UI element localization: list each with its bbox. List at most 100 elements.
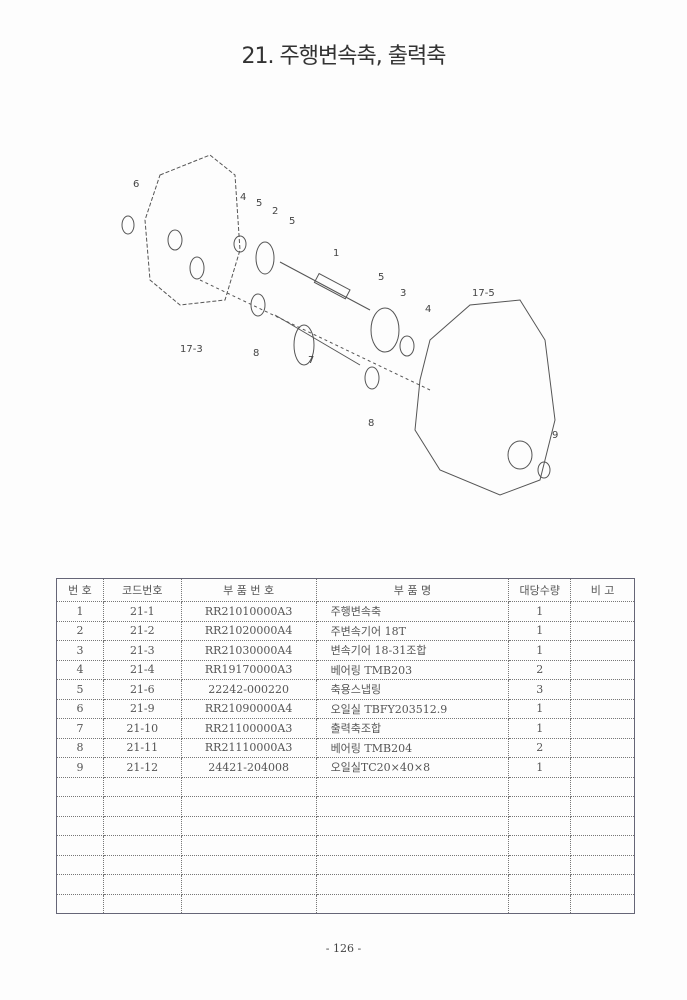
cell-remarks <box>570 698 635 719</box>
callout-5: 5 <box>378 272 384 283</box>
cell-code: 21-1 <box>102 601 182 622</box>
cell-part-name: 베어링 TMB204 <box>315 737 510 758</box>
cell-code: 21-12 <box>102 757 182 778</box>
cell-part-number <box>180 874 317 895</box>
callout-5: 5 <box>256 198 262 209</box>
exploded-parts-diagram: 6 4 5 2 5 1 5 3 4 17-5 17-3 8 7 8 9 <box>121 154 558 496</box>
header-remarks: 비 고 <box>570 578 635 602</box>
cell-no: 1 <box>56 601 104 622</box>
cell-remarks <box>570 874 635 895</box>
cell-part-number: 22242-000220 <box>180 679 317 700</box>
cell-code <box>102 796 182 817</box>
empty-row <box>56 776 635 797</box>
cell-no <box>56 854 104 875</box>
cell-part-name <box>315 776 510 797</box>
cell-part-number: RR21100000A3 <box>180 718 317 739</box>
callout-4: 4 <box>425 304 431 315</box>
callout-4: 4 <box>240 192 246 203</box>
cell-code: 21-6 <box>102 679 182 700</box>
cell-code: 21-2 <box>102 620 182 641</box>
cell-part-number: RR21110000A3 <box>180 737 317 758</box>
cell-no: 6 <box>56 698 104 719</box>
cell-quantity <box>508 874 572 895</box>
cell-remarks <box>570 640 635 661</box>
cell-part-number <box>180 796 317 817</box>
page-title: 21. 주행변속축, 출력축 <box>241 44 447 69</box>
callout-9: 9 <box>552 430 558 441</box>
cell-remarks <box>570 893 635 914</box>
housing-left <box>144 154 241 306</box>
page-number: - 126 - <box>325 942 362 955</box>
cell-part-number: RR19170000A3 <box>180 659 317 680</box>
cell-code <box>102 815 182 836</box>
cell-remarks <box>570 854 635 875</box>
cell-code <box>102 874 182 895</box>
cell-quantity: 2 <box>508 737 572 758</box>
cell-part-number <box>180 893 317 914</box>
cell-no: 7 <box>56 718 104 739</box>
cell-code <box>102 893 182 914</box>
cell-quantity: 1 <box>508 698 572 719</box>
cell-part-name <box>315 815 510 836</box>
header-quantity: 대당수량 <box>508 578 572 602</box>
cell-code <box>102 835 182 856</box>
callout-2: 2 <box>272 206 278 217</box>
cell-part-name <box>315 835 510 856</box>
callout-8: 8 <box>253 348 259 359</box>
cell-quantity <box>508 835 572 856</box>
cell-code: 21-9 <box>102 698 182 719</box>
cell-quantity: 1 <box>508 601 572 622</box>
cell-no <box>56 893 104 914</box>
cell-remarks <box>570 815 635 836</box>
empty-row <box>56 796 635 817</box>
cell-no: 2 <box>56 620 104 641</box>
cell-quantity <box>508 893 572 914</box>
cell-quantity: 1 <box>508 620 572 641</box>
cell-quantity: 1 <box>508 757 572 778</box>
cell-quantity <box>508 815 572 836</box>
cell-remarks <box>570 776 635 797</box>
cell-no <box>56 815 104 836</box>
callout-7: 7 <box>308 355 314 366</box>
cell-remarks <box>570 659 635 680</box>
cell-quantity <box>508 854 572 875</box>
cell-no: 5 <box>56 679 104 700</box>
header-part-name: 부 품 명 <box>315 578 510 602</box>
cell-part-name: 출력축조합 <box>315 718 510 739</box>
cell-code: 21-4 <box>102 659 182 680</box>
cell-part-name: 변속기어 18-31조합 <box>315 640 510 661</box>
cell-part-number <box>180 835 317 856</box>
callout-5: 5 <box>289 216 295 227</box>
empty-row <box>56 874 635 895</box>
cell-no: 9 <box>56 757 104 778</box>
cell-remarks <box>570 620 635 641</box>
cell-part-number: RR21090000A4 <box>180 698 317 719</box>
cell-remarks <box>570 737 635 758</box>
cell-no <box>56 874 104 895</box>
cell-code: 21-3 <box>102 640 182 661</box>
header-code: 코드번호 <box>102 578 182 602</box>
callout-1: 1 <box>333 248 339 259</box>
cell-remarks <box>570 601 635 622</box>
cell-quantity <box>508 776 572 797</box>
cell-part-number: 24421-204008 <box>180 757 317 778</box>
cell-remarks <box>570 796 635 817</box>
cell-code: 21-11 <box>102 737 182 758</box>
housing-right <box>414 299 556 496</box>
cell-code <box>102 854 182 875</box>
cell-part-number: RR21010000A3 <box>180 601 317 622</box>
cell-quantity: 1 <box>508 640 572 661</box>
table-header: 번 호 코드번호 부 품 번 호 부 품 명 대당수량 비 고 <box>56 578 635 602</box>
cell-part-name: 주변속기어 18T <box>315 620 510 641</box>
cell-part-name: 주행변속축 <box>315 601 510 622</box>
cell-remarks <box>570 718 635 739</box>
cell-no <box>56 835 104 856</box>
cell-part-name <box>315 796 510 817</box>
